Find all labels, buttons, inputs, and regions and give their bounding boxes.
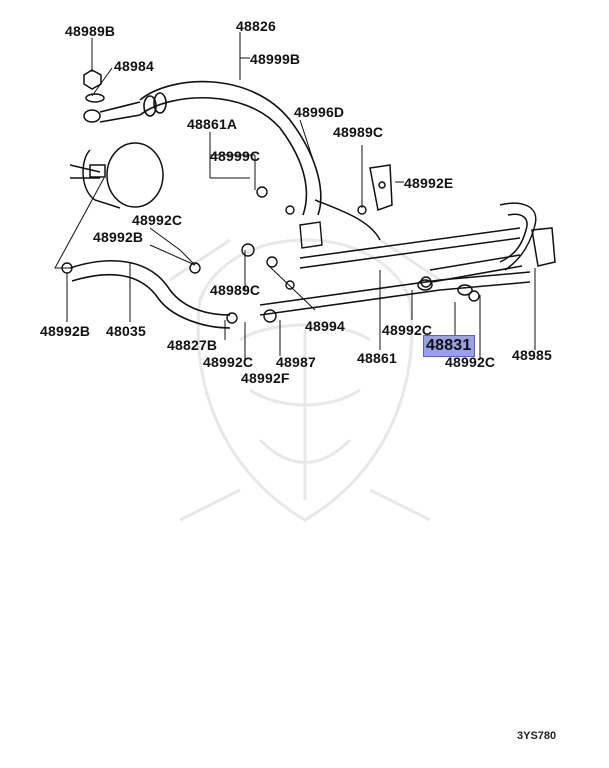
label-48861A[interactable]: 48861A (187, 116, 238, 132)
label-48989C-top[interactable]: 48989C (333, 124, 384, 140)
label-48992B-top[interactable]: 48992B (93, 229, 144, 245)
label-48992C-left[interactable]: 48992C (132, 212, 183, 228)
label-48999C[interactable]: 48999C (210, 148, 261, 164)
watermark-emblem (169, 238, 441, 522)
hose-48826 (99, 80, 322, 216)
label-48035[interactable]: 48035 (106, 323, 146, 339)
label-48989B[interactable]: 48989B (65, 23, 116, 39)
cooler-pipe-48831 (417, 254, 523, 296)
nut-48989B (83, 69, 105, 123)
label-48992F[interactable]: 48992F (241, 370, 290, 386)
label-48999B[interactable]: 48999B (250, 51, 301, 67)
label-48992C-far[interactable]: 48992C (445, 354, 496, 370)
leader-lines (54, 32, 536, 360)
label-48994[interactable]: 48994 (305, 318, 345, 334)
label-48831-highlighted[interactable]: 48831 (423, 335, 475, 357)
bracket-48985 (531, 227, 556, 267)
label-48861[interactable]: 48861 (357, 350, 397, 366)
tube-48861 (259, 199, 537, 316)
power-steering-pump (69, 142, 164, 209)
label-48992C-bottom[interactable]: 48992C (203, 354, 254, 370)
hose-48035 (69, 259, 231, 329)
label-48827B[interactable]: 48827B (167, 337, 218, 353)
label-48987[interactable]: 48987 (276, 354, 316, 370)
label-48826[interactable]: 48826 (236, 18, 276, 34)
label-48989C-mid[interactable]: 48989C (210, 282, 261, 298)
label-48984[interactable]: 48984 (114, 58, 154, 74)
label-48992E[interactable]: 48992E (404, 175, 454, 191)
label-48996D[interactable]: 48996D (294, 104, 345, 120)
label-48992B-bottom[interactable]: 48992B (40, 323, 91, 339)
clips (61, 186, 480, 324)
bracket-48992E (369, 164, 393, 212)
label-48992C-right[interactable]: 48992C (382, 322, 433, 338)
diagram-code: 3YS780 (517, 730, 557, 742)
label-48985[interactable]: 48985 (512, 347, 552, 363)
